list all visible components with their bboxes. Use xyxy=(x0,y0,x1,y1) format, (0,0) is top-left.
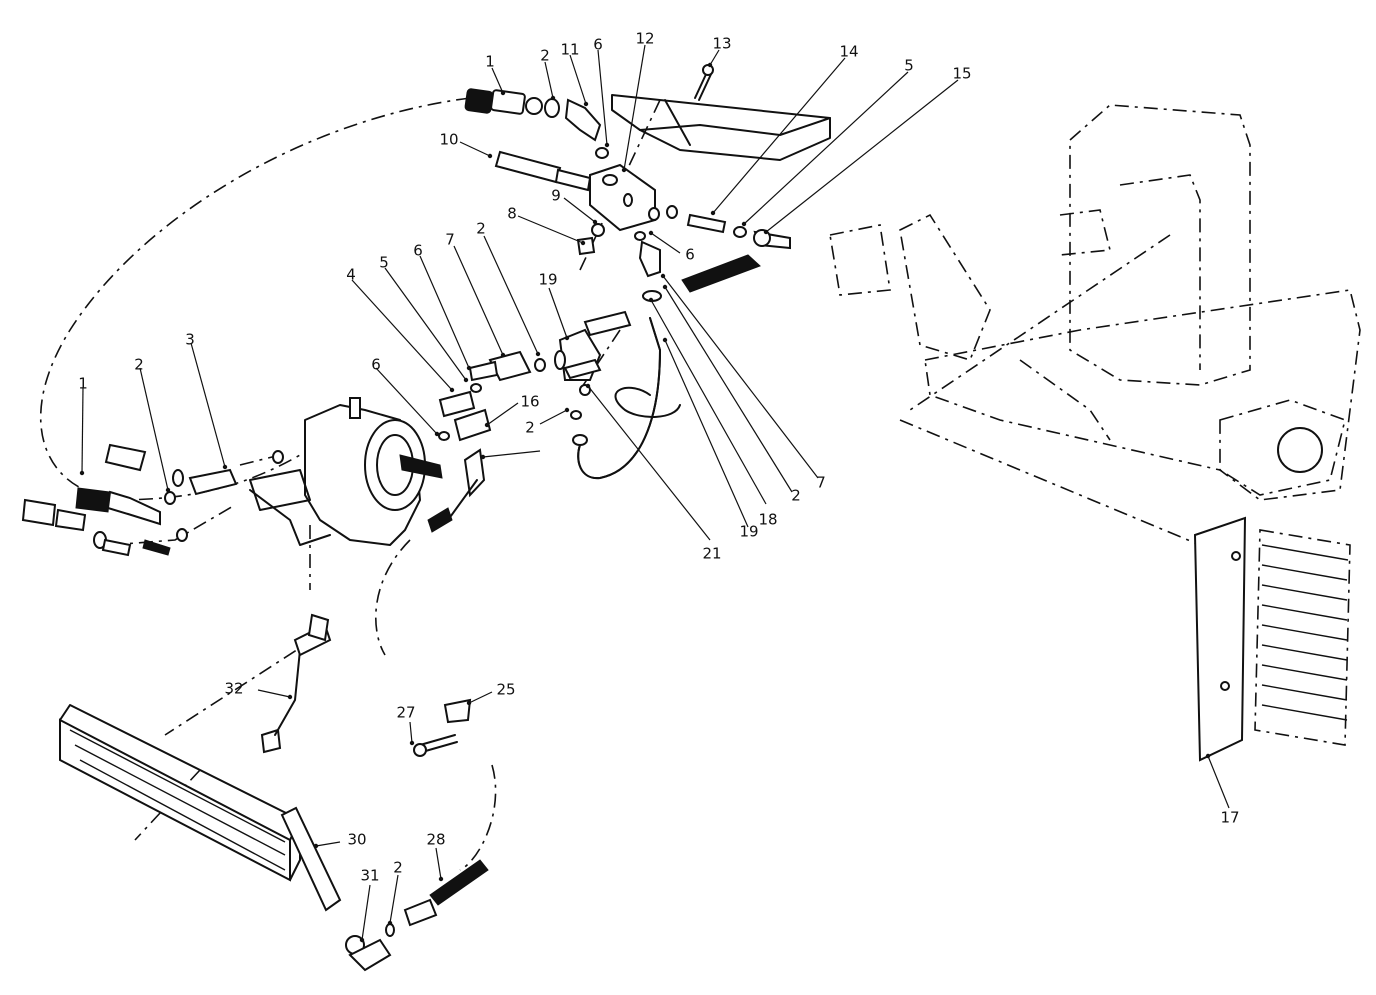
callout-2-right: 2 xyxy=(791,487,801,505)
screen-panel xyxy=(1193,516,1351,762)
callout-labels: 1 2 11 6 12 13 14 5 15 10 9 8 6 2 7 6 5 … xyxy=(78,30,1239,885)
callout-2-left: 2 xyxy=(134,356,144,374)
compressor-assembly xyxy=(21,397,443,557)
callout-1-top: 1 xyxy=(485,53,495,71)
callout-5-mid: 5 xyxy=(379,254,389,272)
callout-10: 10 xyxy=(439,131,458,149)
callout-2-mid: 2 xyxy=(476,220,486,238)
callout-31: 31 xyxy=(360,867,379,885)
callout-25: 25 xyxy=(496,681,515,699)
callout-18: 18 xyxy=(758,511,777,529)
callout-11: 11 xyxy=(560,41,579,59)
callout-32: 32 xyxy=(224,680,243,698)
callout-8: 8 xyxy=(507,205,517,223)
callout-2-top: 2 xyxy=(540,47,550,65)
callout-12: 12 xyxy=(635,30,654,48)
callout-27: 27 xyxy=(396,704,415,722)
callout-3: 3 xyxy=(185,331,195,349)
callout-dots xyxy=(79,62,1211,943)
callout-7-mid: 7 xyxy=(445,231,455,249)
callout-19-top: 19 xyxy=(538,271,557,289)
callout-leaders xyxy=(81,44,1230,941)
radiator-assembly xyxy=(59,613,489,972)
callout-2-bottom: 2 xyxy=(393,859,403,877)
engine-frame xyxy=(829,104,1361,501)
callout-9: 9 xyxy=(551,187,561,205)
callout-1-left: 1 xyxy=(78,375,88,393)
callout-6-left: 6 xyxy=(371,356,381,374)
callout-7-right: 7 xyxy=(816,474,826,492)
callout-28: 28 xyxy=(426,831,445,849)
callout-15: 15 xyxy=(952,65,971,83)
callout-4: 4 xyxy=(346,266,356,284)
callout-14: 14 xyxy=(839,43,858,61)
callout-30: 30 xyxy=(347,831,366,849)
callout-6-mid: 6 xyxy=(413,242,423,260)
middle-fittings xyxy=(427,310,681,533)
callout-6-mid-right: 6 xyxy=(685,246,695,264)
callout-5-right: 5 xyxy=(904,57,914,75)
callout-17: 17 xyxy=(1220,809,1239,827)
upper-fittings xyxy=(464,64,831,302)
callout-13: 13 xyxy=(712,35,731,53)
callout-16: 16 xyxy=(520,393,539,411)
callout-21: 21 xyxy=(702,545,721,563)
callout-6-top: 6 xyxy=(593,36,603,54)
callout-19-bottom: 19 xyxy=(739,523,758,541)
callout-2-center: 2 xyxy=(525,419,535,437)
